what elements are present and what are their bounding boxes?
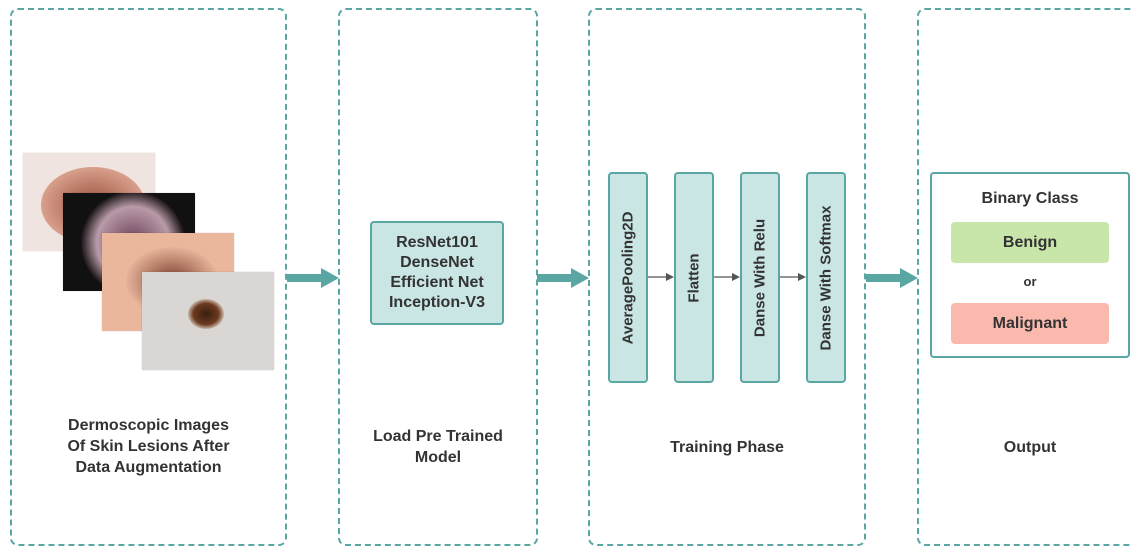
arrow-2-to-3 [537,268,589,288]
layer-arrow-2 [714,273,740,281]
model-name: Inception-V3 [388,294,485,311]
stage-image-input [10,8,287,546]
layer-average-pooling: AveragePooling2D [608,172,648,383]
arrow-3-to-4 [866,268,918,288]
layer-arrow-3 [780,273,806,281]
output-title: Binary Class [981,190,1079,207]
model-name: DenseNet [400,254,474,271]
layer-arrow-1 [648,273,674,281]
layer-label: Danse With Relu [751,218,769,337]
arrow-1-to-2 [287,268,339,288]
stage-training-phase [588,8,866,546]
layer-label: Danse With Softmax [817,205,835,350]
caption-line: Output [1003,439,1057,456]
or-separator: or [1023,274,1037,289]
caption-line: Training Phase [670,439,784,456]
caption-line: Model [414,449,462,466]
layer-label: Flatten [685,252,703,303]
dermoscopic-image-4 [142,272,274,370]
stage-2-caption: Load Pre Trained Model [338,426,538,468]
stage-4-caption: Output [917,437,1133,458]
model-name: Efficient Net [390,274,484,291]
caption-line: Dermoscopic Images [68,417,229,434]
caption-line: Data Augmentation [75,459,222,476]
binary-class-box: Binary Class Benign or Malignant [930,172,1130,358]
layer-label: AveragePooling2D [619,211,637,344]
caption-line: Of Skin Lesions After [67,438,230,455]
stage-1-caption: Dermoscopic Images Of Skin Lesions After… [10,415,287,478]
benign-class: Benign [951,222,1109,263]
stage-3-caption: Training Phase [588,437,866,458]
stage-output [917,8,1133,546]
pretrained-models-box: ResNet101 DenseNet Efficient Net Incepti… [370,221,504,325]
layer-dense-softmax: Danse With Softmax [806,172,846,383]
model-name: ResNet101 [396,234,478,251]
malignant-class: Malignant [951,303,1109,344]
layer-dense-relu: Danse With Relu [740,172,780,383]
layer-flatten: Flatten [674,172,714,383]
caption-line: Load Pre Trained [373,428,503,445]
